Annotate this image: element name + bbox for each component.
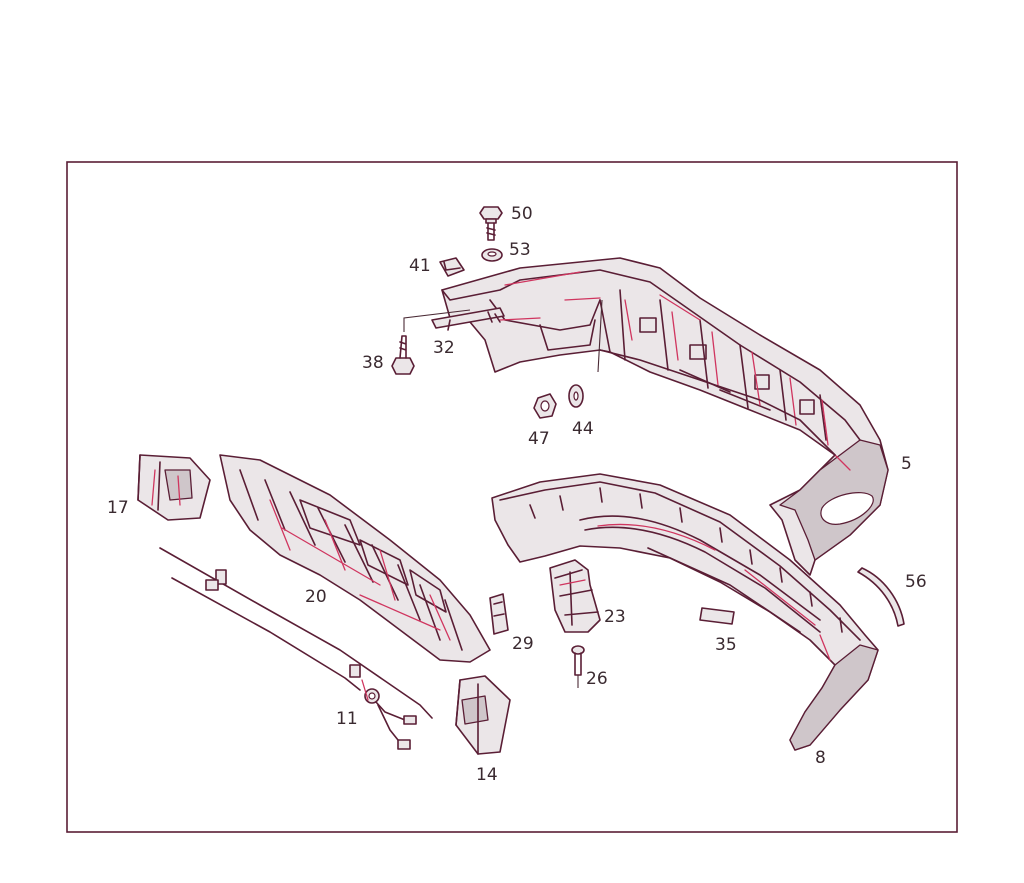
- label-5: 5: [901, 454, 912, 474]
- part-26-pin[interactable]: [571, 645, 585, 688]
- label-17: 17: [107, 498, 129, 518]
- label-50: 50: [511, 204, 533, 224]
- part-35-spacer[interactable]: [699, 607, 735, 625]
- label-11: 11: [336, 709, 358, 729]
- label-32: 32: [433, 338, 455, 358]
- diagram-frame: [66, 161, 958, 833]
- part-53-washer[interactable]: [481, 248, 503, 262]
- label-47: 47: [528, 429, 550, 449]
- label-35: 35: [715, 635, 737, 655]
- part-14-absorber-right[interactable]: [455, 675, 511, 755]
- part-50-bolt[interactable]: [479, 206, 503, 241]
- label-26: 26: [586, 669, 608, 689]
- label-41: 41: [409, 256, 431, 276]
- label-29: 29: [512, 634, 534, 654]
- part-20-reinforcement[interactable]: [219, 454, 491, 663]
- label-14: 14: [476, 765, 498, 785]
- label-23: 23: [604, 607, 626, 627]
- label-53: 53: [509, 240, 531, 260]
- part-38-screw[interactable]: [391, 335, 415, 375]
- part-17-absorber-left[interactable]: [137, 454, 211, 521]
- part-41-clip-nut[interactable]: [439, 257, 465, 277]
- label-8: 8: [815, 748, 826, 768]
- part-11-harness[interactable]: [159, 547, 433, 750]
- part-32-mounting-bracket[interactable]: [403, 307, 505, 332]
- label-38: 38: [362, 353, 384, 373]
- part-29-bracket[interactable]: [489, 593, 509, 635]
- part-23-guide[interactable]: [549, 559, 601, 633]
- part-44-washer[interactable]: [568, 299, 603, 408]
- part-56-trim-strip[interactable]: [857, 567, 905, 627]
- part-8-lower-cover[interactable]: [491, 473, 879, 751]
- label-20: 20: [305, 587, 327, 607]
- label-56: 56: [905, 572, 927, 592]
- label-44: 44: [572, 419, 594, 439]
- part-47-nut[interactable]: [533, 393, 557, 419]
